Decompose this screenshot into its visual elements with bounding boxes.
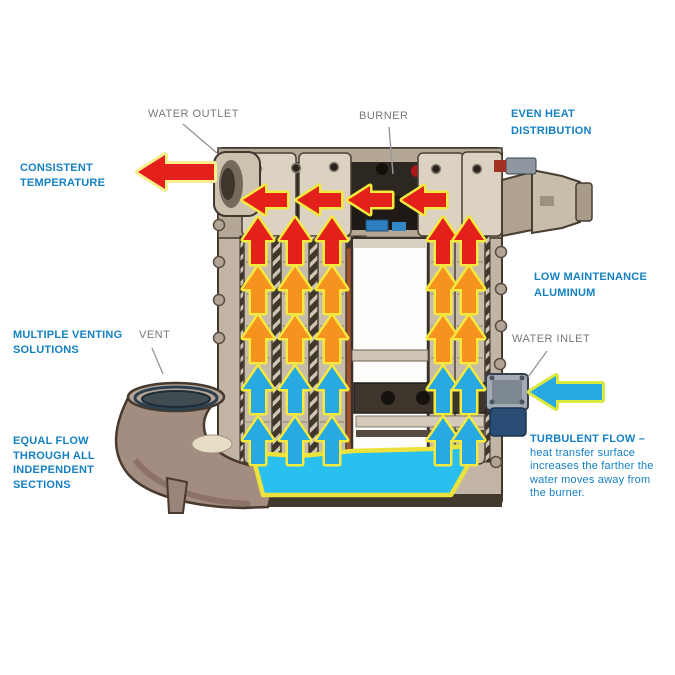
turbulent-flow-body: heat transfer surface increases the fart… [530, 446, 654, 500]
water-inlet-port [485, 373, 529, 437]
label-even-heat-distribution: EVEN HEAT DISTRIBUTION [511, 108, 592, 137]
vent-elbow [114, 381, 273, 514]
label-multiple-venting-solutions: MULTIPLE VENTING SOLUTIONS [13, 329, 123, 356]
central-window [350, 236, 487, 458]
label-burner: BURNER [359, 110, 409, 122]
label-low-maintenance-aluminum: LOW MAINTENANCE ALUMINUM [534, 271, 647, 299]
label-consistent-temperature: CONSISTENT TEMPERATURE [20, 162, 106, 189]
label-water-inlet: WATER INLET [512, 333, 591, 345]
label-equal-flow: EQUAL FLOW THROUGH ALL INDEPENDENT SECTI… [13, 435, 95, 491]
flow-arrow-in-blue [530, 376, 602, 408]
flow-arrow-out-red [138, 155, 214, 189]
leader-lines [151, 123, 548, 378]
label-water-outlet: WATER OUTLET [148, 108, 239, 120]
burner-blower [494, 157, 593, 238]
label-turbulent-flow: TURBULENT FLOW – heat transfer surface i… [530, 433, 656, 501]
label-vent: VENT [139, 329, 171, 341]
turbulent-flow-heading: TURBULENT FLOW – [530, 433, 646, 445]
